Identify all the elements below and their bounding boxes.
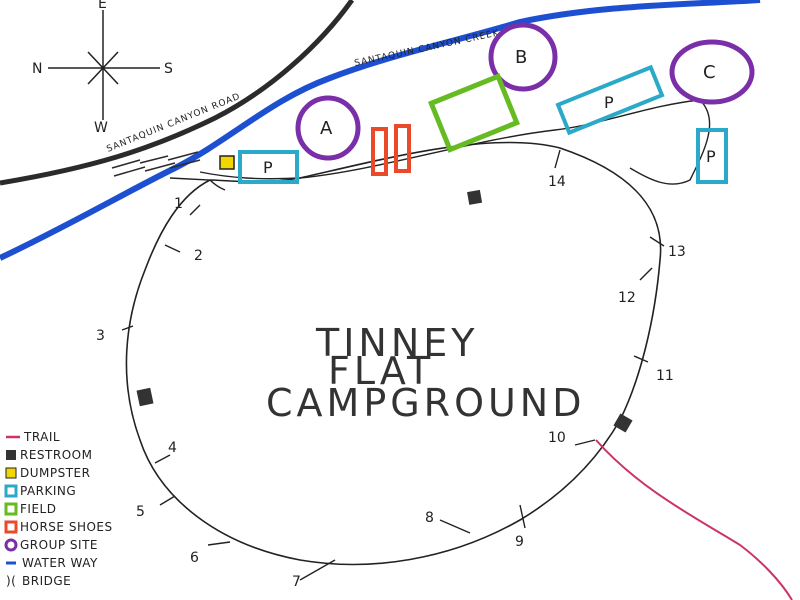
legend-horseshoe-label: HORSE SHOES	[20, 520, 113, 534]
campsite-5: 5	[136, 504, 145, 520]
campsite-9: 9	[515, 534, 524, 550]
legend-dumpster-label: DUMPSTER	[20, 466, 90, 480]
legend-parking-icon	[4, 484, 18, 498]
compass-rose	[48, 10, 160, 120]
campsite-13: 13	[668, 244, 686, 260]
restroom-icon	[467, 189, 483, 205]
legend-field-label: FIELD	[20, 502, 56, 516]
legend-parking-label: PARKING	[20, 484, 76, 498]
campsite-spurs	[121, 149, 665, 581]
group-site-c-label: C	[703, 62, 716, 83]
legend-restroom-icon	[6, 450, 16, 460]
road-label: SANTAQUIN CANYON ROAD	[105, 92, 242, 155]
santaquin-canyon-creek	[0, 0, 761, 261]
campsite-12: 12	[618, 290, 636, 306]
campground-title-line-3: CAMPGROUND	[266, 381, 586, 425]
legend: TRAIL RESTROOM DUMPSTER PARKING FIELD HO…	[4, 430, 113, 588]
group-site-b	[488, 22, 558, 92]
group-site-a	[295, 95, 361, 161]
legend-water-way-label: WATER WAY	[22, 556, 98, 570]
parking-lot-2-label: P	[604, 93, 614, 112]
legend-bridge-label: BRIDGE	[22, 574, 71, 588]
group-site-a-label: A	[320, 118, 333, 139]
loop-entrance-road	[169, 99, 711, 191]
campground-title-line-1: TINNEY	[315, 321, 479, 365]
compass-north: N	[32, 61, 42, 77]
group-site-c	[669, 39, 755, 105]
campsite-10: 10	[548, 430, 566, 446]
campsite-2: 2	[194, 248, 203, 264]
parking-lot-3	[696, 128, 728, 184]
restroom-icon	[613, 413, 633, 433]
campsite-11: 11	[656, 368, 674, 384]
creek-label: SANTAQUIN CANYON CREEK	[354, 28, 501, 69]
field	[428, 73, 520, 153]
legend-group-site-label: GROUP SITE	[20, 538, 98, 552]
legend-dumpster-icon	[5, 467, 17, 479]
compass-south: S	[164, 61, 173, 77]
campground-title-line-2: FLAT	[328, 349, 434, 393]
santaquin-canyon-road	[0, 0, 355, 186]
campsite-1: 1	[174, 196, 183, 212]
parking-lot-1-label: P	[263, 158, 273, 177]
campsite-7: 7	[292, 574, 301, 590]
group-site-b-label: B	[515, 47, 527, 68]
parking-lot-3-label: P	[706, 147, 716, 166]
legend-horseshoe-icon	[4, 520, 18, 534]
campsite-4: 4	[168, 440, 177, 456]
legend-field-icon	[4, 502, 18, 516]
parking-lot-2	[555, 64, 665, 136]
campsite-6: 6	[190, 550, 199, 566]
legend-bridge-icon: )(	[6, 574, 16, 588]
bridge-icon	[111, 151, 201, 177]
horseshoe-pit-2	[394, 124, 411, 173]
dumpster-icon	[219, 155, 235, 170]
restroom-icon	[136, 387, 154, 407]
legend-restroom-label: RESTROOM	[20, 448, 92, 462]
legend-trail-label: TRAIL	[23, 430, 60, 444]
compass-east: E	[98, 0, 107, 12]
trail	[595, 439, 793, 600]
compass-west: W	[94, 120, 108, 136]
parking-lot-1	[238, 150, 299, 184]
legend-group-site-icon	[4, 538, 18, 552]
horseshoe-pit-1	[371, 127, 388, 176]
campsite-3: 3	[96, 328, 105, 344]
campsite-14: 14	[548, 174, 566, 190]
campsite-8: 8	[425, 510, 434, 526]
